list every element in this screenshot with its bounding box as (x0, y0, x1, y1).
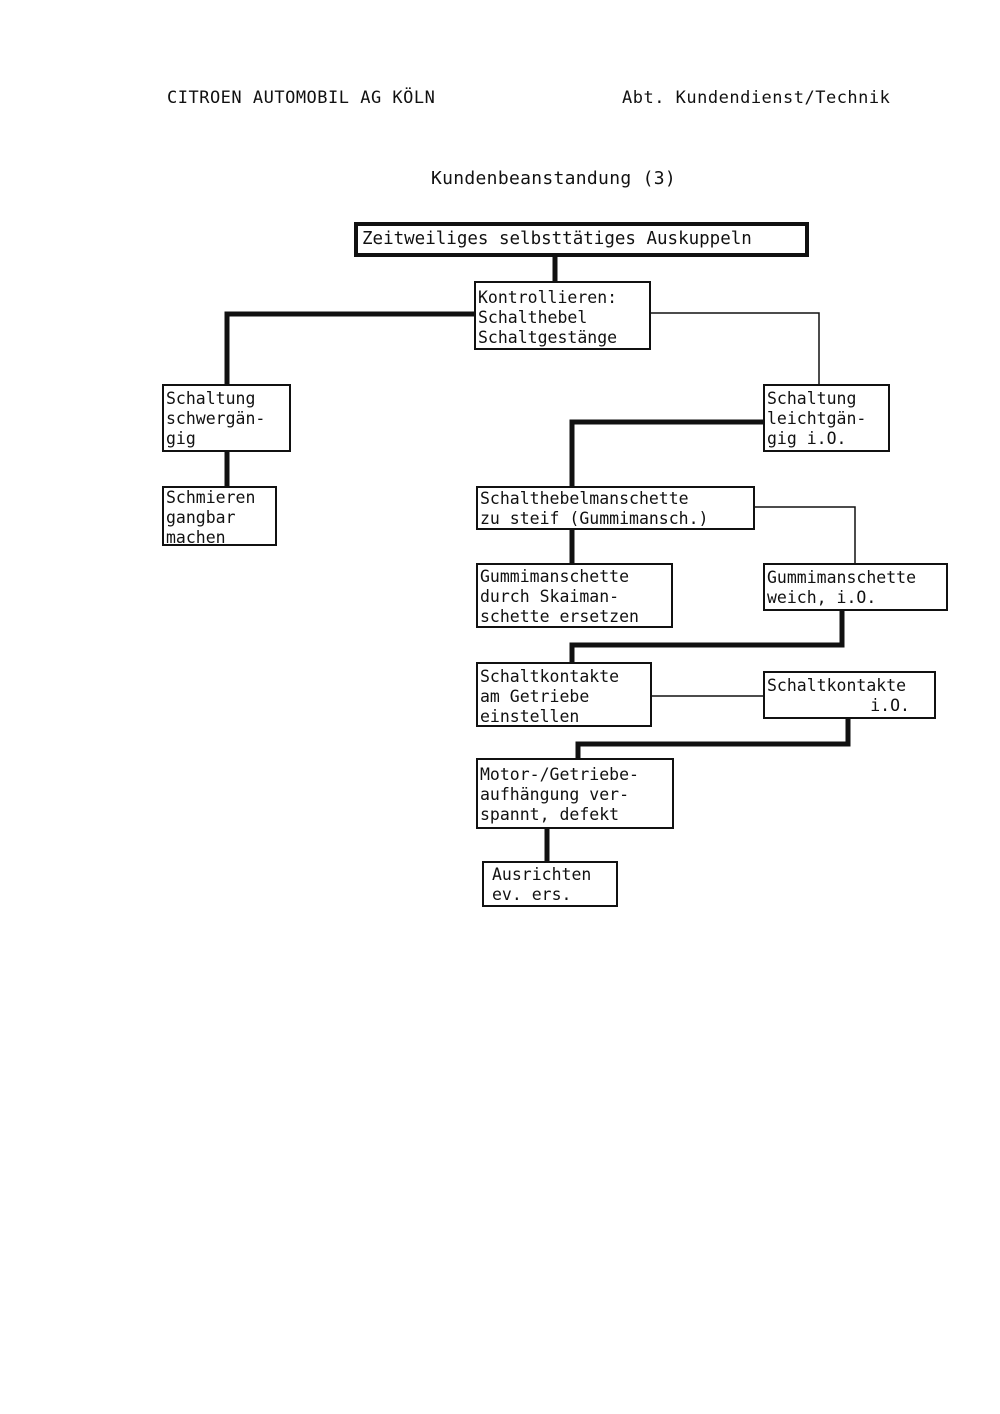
adjust-contacts-line: einstellen (480, 707, 580, 726)
align-box: Ausrichten ev. ers. (482, 861, 618, 907)
boot-soft-line: Gummimanschette (767, 568, 917, 587)
stiff-shifting-line: gig (166, 429, 196, 448)
lubricate-line: machen (166, 528, 226, 546)
adjust-contacts-line: Schaltkontakte (480, 667, 620, 686)
root-problem-text: Zeitweiliges selbsttätiges Auskuppeln (362, 229, 752, 249)
smooth-shifting-line: gig i.O. (767, 429, 847, 448)
contacts-ok-line: i.O. (870, 696, 910, 715)
root-problem-box: Zeitweiliges selbsttätiges Auskuppeln (354, 222, 809, 257)
stiff-shifting-line: schwergän- (166, 409, 266, 428)
boot-soft-box: Gummimanschette weich, i.O. (763, 563, 948, 611)
smooth-shifting-line: leichtgän- (767, 409, 867, 428)
check-lever-line: Schaltgestänge (478, 328, 618, 347)
engine-mount-box: Motor-/Getriebe- aufhängung ver- spannt,… (476, 758, 674, 829)
contacts-ok-line: Schaltkontakte (767, 676, 907, 695)
align-line: ev. ers. (492, 885, 572, 904)
check-lever-line: Schalthebel (478, 308, 588, 327)
replace-boot-line: Gummimanschette (480, 567, 630, 586)
connector-check-to-smooth (649, 312, 820, 385)
adjust-contacts-line: am Getriebe (480, 687, 590, 706)
engine-mount-line: aufhängung ver- (480, 785, 630, 804)
engine-mount-line: Motor-/Getriebe- (480, 765, 639, 784)
connector-check-to-stiff (224, 311, 478, 387)
engine-mount-line: spannt, defekt (480, 805, 620, 824)
check-lever-box: Kontrollieren: Schalthebel Schaltgestäng… (474, 281, 651, 350)
smooth-shifting-box: Schaltung leichtgän- gig i.O. (763, 384, 890, 452)
boot-stiff-line: Schalthebelmanschette (480, 489, 689, 508)
check-lever-line: Kontrollieren: (478, 288, 618, 307)
lubricate-line: Schmieren (166, 488, 256, 507)
lubricate-line: gangbar (166, 508, 236, 527)
adjust-contacts-box: Schaltkontakte am Getriebe einstellen (476, 662, 652, 727)
connector-bootstiff-to-bootsoft (753, 506, 856, 564)
document-title: Kundenbeanstandung (3) (431, 168, 677, 189)
connector-bootsoft-to-adjust (569, 607, 845, 665)
connector-contactsok-to-mount (575, 715, 851, 761)
lubricate-box: Schmieren gangbar machen (162, 486, 277, 546)
replace-boot-line: durch Skaiman- (480, 587, 620, 606)
boot-soft-line: weich, i.O. (767, 588, 877, 607)
stiff-shifting-line: Schaltung (166, 389, 256, 408)
align-line: Ausrichten (492, 865, 592, 884)
stiff-shifting-box: Schaltung schwergän- gig (162, 384, 291, 452)
company-name: CITROEN AUTOMOBIL AG KÖLN (167, 88, 436, 108)
replace-boot-line: schette ersetzen (480, 607, 639, 626)
replace-boot-box: Gummimanschette durch Skaiman- schette e… (476, 563, 673, 628)
smooth-shifting-line: Schaltung (767, 389, 857, 408)
connector-smooth-to-bootstiff (569, 419, 767, 489)
department-name: Abt. Kundendienst/Technik (622, 88, 891, 108)
boot-stiff-box: Schalthebelmanschette zu steif (Gummiman… (476, 486, 755, 530)
contacts-ok-box: Schaltkontakte i.O. (763, 671, 936, 719)
boot-stiff-line: zu steif (Gummimansch.) (480, 509, 709, 528)
